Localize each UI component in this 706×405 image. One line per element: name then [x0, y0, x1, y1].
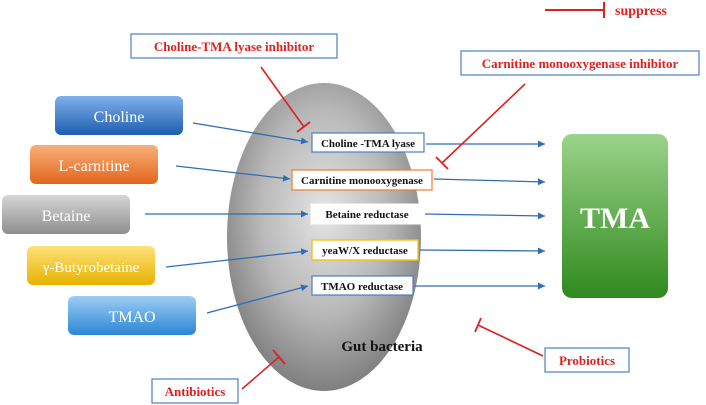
- precursor-box: [30, 145, 158, 184]
- gut-bacteria-ellipse: [227, 83, 421, 391]
- enzyme-label: yeaW/X reductase: [322, 245, 408, 257]
- precursor-label: Betaine: [42, 208, 91, 225]
- precursor-label: γ-Butyrobetaine: [42, 260, 140, 276]
- arrow-tmao: [206, 284, 309, 314]
- inhibitor-box: [460, 50, 700, 76]
- precursor-box: [68, 296, 196, 335]
- arrow-to-tma-3: [424, 212, 546, 220]
- precursor-gamma-butyrobetaine: γ-Butyrobetaine: [27, 246, 155, 285]
- product-arrows: [415, 140, 546, 290]
- enzyme-label: TMAO reductase: [321, 281, 403, 293]
- precursor-l-carnitine: L-carnitine: [30, 145, 158, 184]
- precursor-choline: Choline: [55, 96, 183, 135]
- product-tma: TMA: [562, 134, 668, 298]
- precursor-label: Choline: [94, 109, 145, 126]
- suppress-bar: [435, 156, 449, 170]
- inhibitor-box: [151, 378, 239, 404]
- inhibitor-box: [544, 347, 630, 373]
- enzyme-label: Carnitine monooxygenase: [301, 175, 423, 187]
- enzyme-choline-tma-lyase: Choline -TMA lyase: [311, 132, 425, 153]
- enzyme-carnitine-monooxygenase: Carnitine monooxygenase: [291, 169, 433, 191]
- suppress-bar: [296, 121, 311, 133]
- inhibitor-probiotics: Probiotics: [474, 317, 630, 373]
- inhibitor-label: Carnitine monooxygenase inhibitor: [482, 56, 679, 71]
- tma-label: TMA: [580, 202, 650, 235]
- legend-suppress: suppress: [545, 2, 667, 19]
- enzyme-label: Betaine reductase: [325, 209, 408, 221]
- enzyme-box: [310, 203, 424, 225]
- precursor-box: [27, 246, 155, 285]
- precursor-label: TMAO: [108, 309, 155, 326]
- suppress-line: [441, 83, 526, 164]
- suppress-bar: [474, 317, 482, 333]
- precursor-tmao: TMAO: [68, 296, 196, 335]
- enzyme-box: [291, 169, 433, 191]
- precursor-label: L-carnitine: [58, 158, 129, 175]
- enzyme-box: [311, 132, 425, 153]
- enzyme-box: [311, 239, 419, 261]
- precursor-arrows: [145, 122, 309, 314]
- inhibitor-antibiotics: Antibiotics: [151, 349, 286, 404]
- inhibitor-label: Antibiotics: [165, 384, 226, 399]
- suppress-line: [241, 356, 280, 390]
- inhibitor-label: Probiotics: [559, 353, 615, 368]
- precursor-box: [2, 195, 130, 234]
- arrow-to-tma-4: [419, 247, 546, 255]
- suppress-bar: [272, 349, 286, 365]
- arrow-l-carnitine: [175, 165, 291, 182]
- gut-bacteria-label: Gut bacteria: [341, 339, 423, 355]
- suppress-line: [260, 66, 305, 128]
- legend-suppress-label: suppress: [615, 4, 667, 19]
- inhibitor-carnitine-monooxygenase: Carnitine monooxygenase inhibitor: [435, 50, 700, 170]
- inhibitor-box: [130, 33, 338, 59]
- inhibitor-choline-tma-lyase: Choline-TMA lyase inhibitor: [130, 33, 338, 133]
- enzyme-box: [311, 275, 414, 296]
- tma-box: [562, 134, 668, 298]
- precursor-betaine: Betaine: [2, 195, 130, 234]
- arrow-to-tma-2: [433, 178, 546, 186]
- enzyme-betaine-reductase: Betaine reductase: [310, 203, 424, 225]
- arrow-choline: [192, 122, 309, 145]
- precursor-box: [55, 96, 183, 135]
- enzyme-yeawx-reductase: yeaW/X reductase: [311, 239, 419, 261]
- enzyme-tmao-reductase: TMAO reductase: [311, 275, 414, 296]
- enzyme-label: Choline -TMA lyase: [321, 138, 415, 150]
- inhibitor-label: Choline-TMA lyase inhibitor: [154, 39, 315, 54]
- suppress-line: [477, 324, 544, 357]
- arrow-gamma-butyrobetaine: [165, 248, 309, 268]
